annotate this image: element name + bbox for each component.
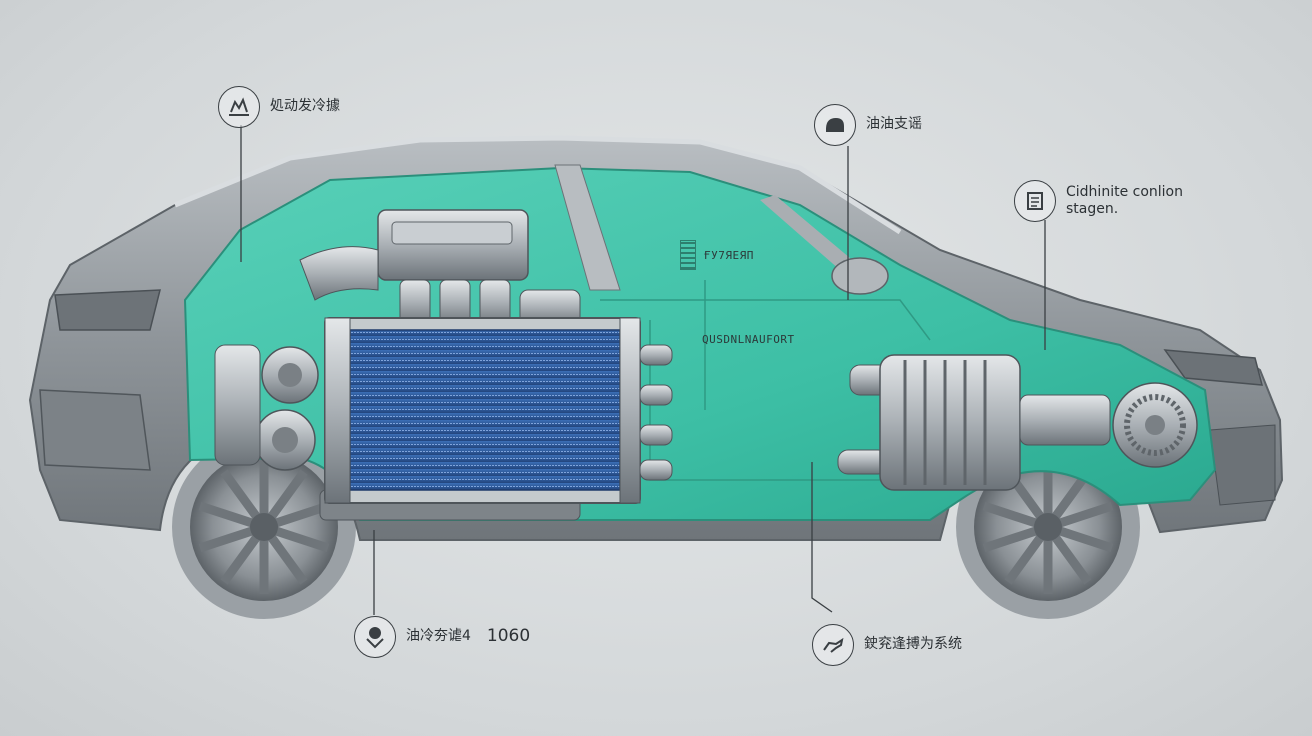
callout-top-left: 処动发冷據 — [218, 86, 340, 128]
rear-wheel — [172, 435, 356, 619]
radiator — [324, 317, 673, 504]
engine-block — [214, 209, 581, 521]
body-marking-upper: ҒУ7ЯЕЯП — [680, 240, 754, 270]
callout-bottom-left-label: 油冷夯谑4 — [406, 628, 471, 645]
callout-bottom-right: 鉂兖逢搏为系统 — [812, 624, 962, 666]
callout-top-left-label: 処动发冷據 — [270, 98, 340, 115]
body-marking-lower: QUSDNLNAUFORT — [702, 333, 795, 346]
animal-icon — [812, 624, 854, 666]
callout-bottom-left: 油冷夯谑4 1060 — [354, 616, 530, 658]
front-wheel — [956, 435, 1140, 619]
front-drive-unit — [837, 354, 1198, 491]
callout-top-right-label: Cidhinite conlion stagen. — [1066, 183, 1183, 218]
callout-bottom-left-value: 1060 — [486, 626, 531, 647]
callout-bottom-right-label: 鉂兖逢搏为系统 — [864, 636, 962, 653]
callout-top-mid-label: 油油支谣 — [866, 116, 922, 133]
cooling-gauge-icon — [218, 86, 260, 128]
grid-marker-icon — [680, 240, 696, 270]
callout-top-mid: 油油支谣 — [814, 104, 922, 146]
person-pin-icon — [354, 616, 396, 658]
callout-top-right: Cidhinite conlion stagen. — [1014, 180, 1183, 222]
helmet-icon — [814, 104, 856, 146]
document-icon — [1014, 180, 1056, 222]
